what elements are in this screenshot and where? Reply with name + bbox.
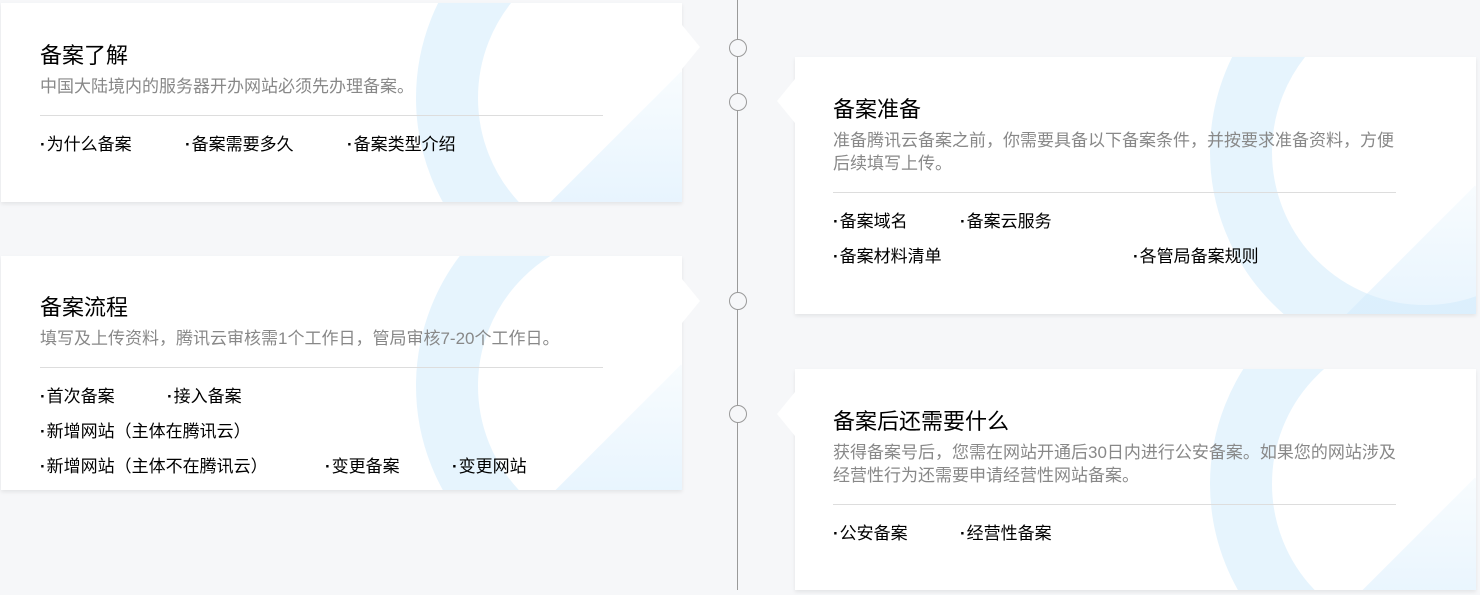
card-title: 备案流程	[40, 295, 129, 320]
card-description: 准备腾讯云备案之前，你需要具备以下备案条件，并按要求准备资料，方便后续填写上传。	[833, 131, 1394, 173]
card-divider	[40, 115, 603, 116]
card-decoration	[1, 3, 682, 202]
link-filing-cloud-service[interactable]: 备案云服务	[960, 211, 1105, 233]
card-divider	[833, 192, 1396, 193]
card-links: 首次备案 接入备案 新增网站（主体在腾讯云） 新增网站（主体不在腾讯云） 变更备…	[40, 386, 603, 478]
card-decoration	[1, 256, 682, 490]
link-filing-material-list[interactable]: 备案材料清单	[833, 246, 1133, 268]
timeline-node-4	[729, 405, 747, 423]
link-change-site[interactable]: 变更网站	[452, 456, 527, 478]
card-filing-intro: 备案了解 中国大陆境内的服务器开办网站必须先办理备案。 为什么备案 备案需要多久…	[1, 3, 700, 202]
link-new-site-in-tencent[interactable]: 新增网站（主体在腾讯云）	[40, 421, 380, 443]
timeline-node-2	[729, 93, 747, 111]
card-pointer	[777, 79, 795, 123]
link-filing-domain[interactable]: 备案域名	[833, 211, 960, 233]
card-filing-process: 备案流程 填写及上传资料，腾讯云审核需1个工作日，管局审核7-20个工作日。 首…	[1, 256, 700, 490]
card-description: 填写及上传资料，腾讯云审核需1个工作日，管局审核7-20个工作日。	[40, 329, 560, 348]
card-decoration	[795, 369, 1476, 590]
card-after-filing: 备案后还需要什么 获得备案号后，您需在网站开通后30日内进行公安备案。如果您的网…	[777, 369, 1476, 590]
card-description: 中国大陆境内的服务器开办网站必须先办理备案。	[40, 77, 414, 96]
link-filing-types[interactable]: 备案类型介绍	[347, 134, 456, 156]
link-filing-duration[interactable]: 备案需要多久	[185, 134, 347, 156]
card-links: 公安备案 经营性备案	[833, 523, 1396, 545]
card-links: 为什么备案 备案需要多久 备案类型介绍	[40, 134, 603, 156]
card-divider	[833, 504, 1396, 505]
card-pointer	[682, 279, 700, 323]
timeline-node-1	[729, 39, 747, 57]
card-title: 备案了解	[40, 43, 129, 68]
timeline-node-3	[729, 292, 747, 310]
link-first-filing[interactable]: 首次备案	[40, 386, 167, 408]
link-why-filing[interactable]: 为什么备案	[40, 134, 185, 156]
link-access-filing[interactable]: 接入备案	[167, 386, 295, 408]
link-change-filing[interactable]: 变更备案	[325, 456, 452, 478]
card-description: 获得备案号后，您需在网站开通后30日内进行公安备案。如果您的网站涉及经营性行为还…	[833, 443, 1396, 485]
link-commercial-filing[interactable]: 经营性备案	[960, 523, 1052, 545]
link-public-security-filing[interactable]: 公安备案	[833, 523, 960, 545]
card-pointer	[682, 25, 700, 69]
card-pointer	[777, 392, 795, 436]
link-new-site-not-in-tencent[interactable]: 新增网站（主体不在腾讯云）	[40, 456, 325, 478]
card-title: 备案准备	[833, 97, 922, 122]
card-divider	[40, 367, 603, 368]
card-links: 备案域名 备案云服务 备案材料清单 各管局备案规则	[833, 211, 1396, 268]
card-decoration	[795, 57, 1476, 314]
card-filing-preparation: 备案准备 准备腾讯云备案之前，你需要具备以下备案条件，并按要求准备资料，方便后续…	[777, 57, 1476, 314]
card-title: 备案后还需要什么	[833, 409, 1010, 434]
link-regional-filing-rules[interactable]: 各管局备案规则	[1133, 246, 1259, 268]
